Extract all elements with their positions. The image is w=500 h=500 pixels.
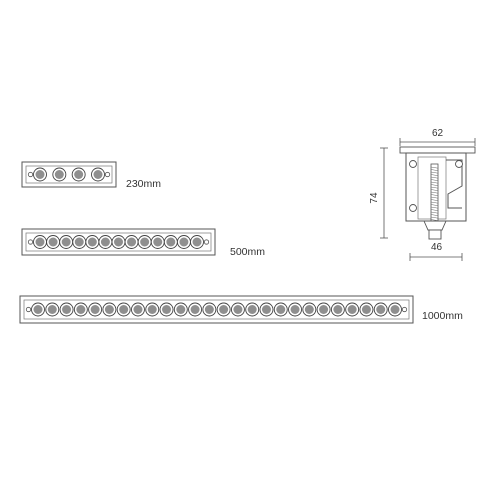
top-dimension-value: 62: [432, 128, 444, 139]
led-lens: [153, 237, 163, 247]
rod-thread-mark: [430, 171, 439, 174]
led-lens: [219, 305, 229, 314]
rod-thread-mark: [430, 189, 439, 191]
rod-thread-mark: [430, 184, 439, 186]
led-lens: [93, 170, 103, 179]
led-lens: [333, 305, 343, 314]
led-lens: [179, 237, 189, 247]
led-lens: [190, 305, 200, 314]
fixture-500mm-end-screw-left: [27, 239, 34, 245]
rod-thread-mark: [430, 166, 439, 169]
led-lens: [162, 305, 172, 314]
rod-thread-mark: [430, 219, 439, 221]
led-lens: [133, 305, 143, 314]
led-lens: [140, 237, 150, 247]
fixture-500mm-led-row: [27, 235, 210, 249]
led-lens: [290, 305, 300, 314]
rod-thread-mark: [430, 179, 439, 181]
section-rod-threads: [430, 166, 439, 221]
fixture-230mm-end-screw-right: [104, 171, 111, 178]
fixture-230mm: [21, 161, 117, 188]
led-lens: [35, 237, 45, 247]
rod-thread-mark: [430, 211, 439, 214]
led-lens: [87, 237, 97, 247]
rod-thread-mark: [430, 214, 439, 216]
section-spring-clip: [446, 159, 463, 209]
led-lens: [233, 305, 243, 314]
led-lens: [33, 305, 43, 314]
rod-thread-mark: [430, 174, 439, 176]
rod-thread-mark: [430, 176, 439, 179]
fixture-230mm-end-screw-left: [27, 171, 34, 178]
fixture-500mm-label: 500mm: [230, 246, 265, 258]
side-dimension-value: 74: [369, 192, 380, 204]
rod-thread-mark: [430, 204, 439, 206]
rod-thread-mark: [430, 186, 439, 189]
led-lens: [74, 237, 84, 247]
rod-thread-mark: [430, 199, 439, 201]
led-lens: [119, 305, 129, 314]
led-lens: [147, 305, 157, 314]
led-lens: [90, 305, 100, 314]
rod-thread-mark: [430, 206, 439, 209]
rod-thread-mark: [430, 169, 439, 171]
led-lens: [176, 305, 186, 314]
rod-thread-mark: [430, 196, 439, 199]
led-lens: [247, 305, 257, 314]
led-lens: [261, 305, 271, 314]
section-bottom-fitting: [423, 220, 447, 231]
led-lens: [276, 305, 286, 314]
led-lens: [319, 305, 329, 314]
rod-thread-mark: [430, 216, 439, 219]
fixture-1000mm-inner-rail: [23, 299, 410, 320]
fixture-500mm-end-screw-right: [203, 239, 210, 245]
fixture-500mm: [21, 228, 216, 256]
cross-section-view: 62 74 46: [369, 128, 476, 261]
fixture-1000mm-end-screw-right: [401, 306, 408, 313]
led-lens: [100, 237, 110, 247]
fixture-1000mm-end-screw-left: [25, 306, 32, 313]
fixture-230mm-label: 230mm: [126, 178, 161, 190]
fixture-500mm-inner-rail: [25, 232, 212, 252]
rod-thread-mark: [430, 194, 439, 196]
bottom-dimension-value: 46: [431, 242, 443, 253]
rod-thread-mark: [430, 201, 439, 204]
led-lens: [127, 237, 137, 247]
led-lens: [304, 305, 314, 314]
led-lens: [361, 305, 371, 314]
led-lens: [104, 305, 114, 314]
led-lens: [54, 170, 64, 179]
led-lens: [390, 305, 400, 314]
section-screw-top-left: [409, 160, 417, 168]
led-lens: [347, 305, 357, 314]
fixture-1000mm-label: 1000mm: [422, 310, 463, 322]
led-lens: [61, 237, 71, 247]
led-lens: [76, 305, 86, 314]
fixture-1000mm: [19, 295, 414, 324]
fixture-230mm-inner-rail: [25, 165, 113, 184]
led-lens: [166, 237, 176, 247]
led-lens: [204, 305, 214, 314]
led-lens: [48, 237, 58, 247]
rod-thread-mark: [430, 181, 439, 184]
led-lens: [62, 305, 72, 314]
section-flange: [399, 146, 476, 154]
section-screw-bottom-left: [409, 204, 417, 212]
led-lens: [376, 305, 386, 314]
section-cable-gland: [428, 229, 442, 240]
led-lens: [114, 237, 123, 247]
section-screw-top-right: [455, 160, 463, 168]
led-lens: [74, 170, 84, 179]
fixture-230mm-led-row: [27, 167, 111, 182]
rod-thread-mark: [430, 209, 439, 211]
led-lens: [192, 237, 202, 247]
led-lens: [35, 170, 45, 179]
led-lens: [47, 305, 57, 314]
fixture-1000mm-led-row: [25, 302, 408, 317]
rod-thread-mark: [430, 191, 439, 194]
